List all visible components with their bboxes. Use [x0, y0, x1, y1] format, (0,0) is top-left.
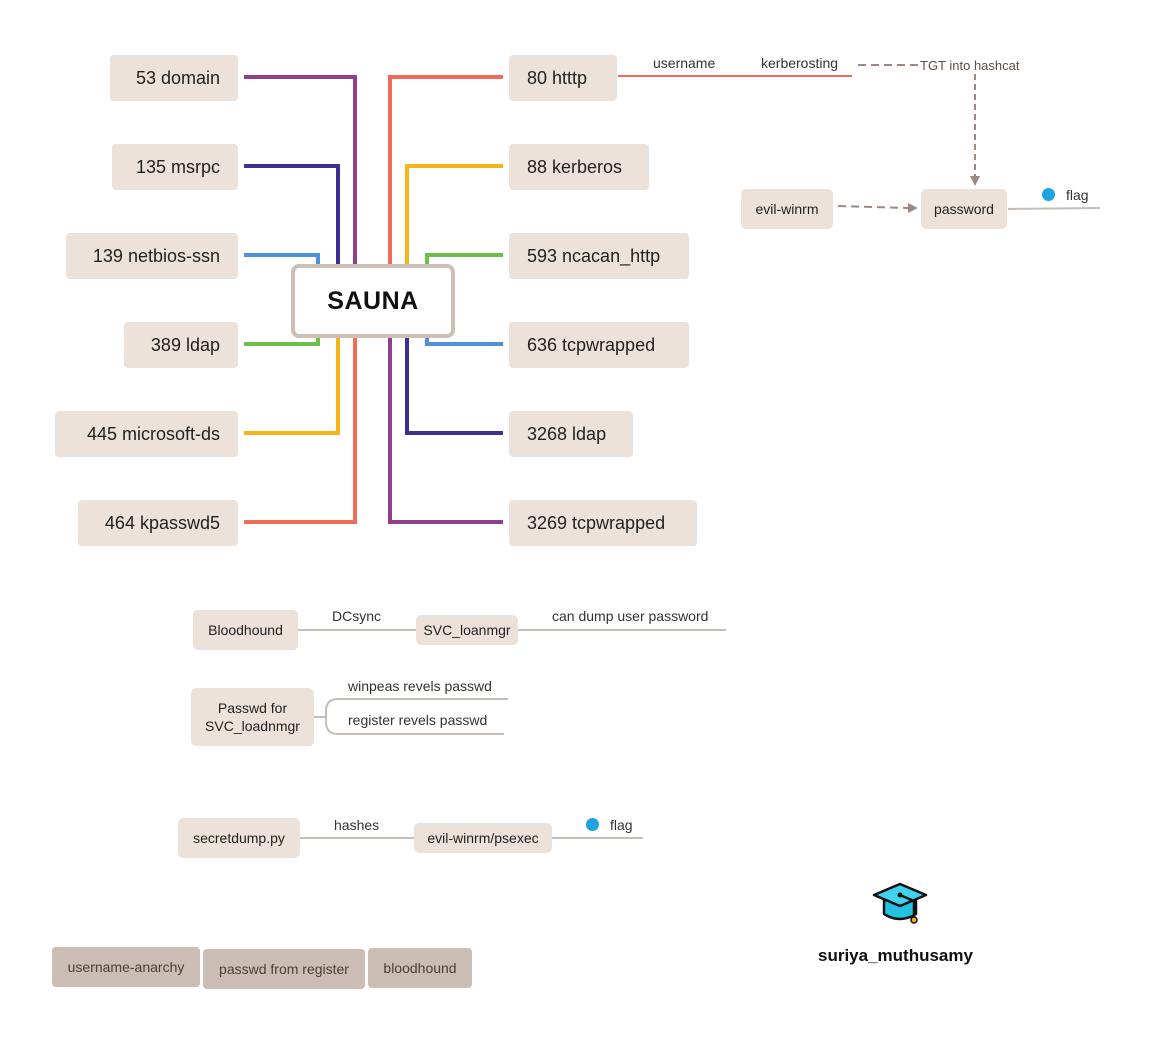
connector-88-kerberos: [405, 164, 503, 264]
port-464-kpasswd5[interactable]: 464 kpasswd5: [78, 500, 238, 546]
connector-53-domain: [244, 75, 357, 264]
edge-label-dcsync: DCsync: [332, 608, 382, 624]
port-88-kerberos[interactable]: 88 kerberos: [509, 144, 649, 190]
flag-dot-icon: [1042, 188, 1055, 201]
port-135-msrpc[interactable]: 135 msrpc: [112, 144, 238, 190]
passwd-node-line-1: Passwd for: [217, 700, 288, 716]
label-flag: flag: [1066, 187, 1089, 203]
port-636-tcpwrapped[interactable]: 636 tcpwrapped: [509, 322, 689, 368]
port-139-netbios-ssn[interactable]: 139 netbios-ssn: [66, 233, 238, 279]
port-3268-ldap[interactable]: 3268 ldap: [509, 411, 633, 457]
tag-bloodhound[interactable]: bloodhound: [368, 948, 472, 988]
edge-label-username: username: [653, 55, 716, 71]
node-secretdump[interactable]: secretdump.py: [178, 818, 300, 858]
dashed-edge-evil-winrm: [837, 205, 909, 209]
node-evil-winrm-psexec[interactable]: evil-winrm/psexec: [414, 823, 552, 853]
node-evil-winrm[interactable]: evil-winrm: [741, 189, 833, 229]
edge-label-can-dump: can dump user password: [552, 608, 709, 624]
edge-flag: [1007, 207, 1101, 210]
connector-139-netbios: [244, 253, 320, 266]
connector-593-ncacan: [425, 253, 503, 266]
branch-label-register: register revels passwd: [348, 712, 488, 728]
label-flag-2: flag: [610, 817, 633, 833]
node-password[interactable]: password: [921, 189, 1007, 229]
connector-636-tcpwrapped: [425, 336, 503, 346]
node-bloodhound[interactable]: Bloodhound: [193, 610, 298, 650]
connector-464-kpasswd5: [244, 338, 357, 524]
graduation-cap-icon: [872, 882, 928, 924]
arrowhead-right: [908, 203, 918, 213]
connector-445-microsoft-ds: [244, 338, 340, 435]
central-node-sauna[interactable]: SAUNA: [291, 264, 455, 338]
edge-label-hashes: hashes: [334, 817, 380, 833]
edge-label-kerberosting: kerberosting: [761, 55, 839, 71]
node-svc-loanmgr[interactable]: SVC_loanmgr: [416, 615, 518, 645]
port-593-ncacan-http[interactable]: 593 ncacan_http: [509, 233, 689, 279]
connector-3268-ldap: [405, 338, 503, 435]
port-389-ldap[interactable]: 389 ldap: [124, 322, 238, 368]
branch-label-winpeas: winpeas revels passwd: [348, 678, 492, 694]
node-passwd-for-svc[interactable]: Passwd for SVC_loadnmgr: [191, 688, 314, 746]
port-445-microsoft-ds[interactable]: 445 microsoft-ds: [55, 411, 238, 457]
arrowhead-down: [970, 176, 980, 186]
port-53-domain[interactable]: 53 domain: [110, 55, 238, 101]
connector-135-msrpc: [244, 164, 340, 264]
passwd-node-line-2: SVC_loadnmgr: [205, 718, 300, 734]
connector-389-ldap: [244, 336, 320, 346]
flag-dot-icon-2: [586, 818, 599, 831]
tag-passwd-from-register[interactable]: passwd from register: [203, 949, 365, 989]
tag-username-anarchy[interactable]: username-anarchy: [52, 947, 200, 987]
connector-3269-tcpwrapped: [388, 338, 503, 524]
connector-80-http: [388, 75, 503, 264]
port-80-http[interactable]: 80 htttp: [509, 55, 617, 101]
label-tgt-into-hashcat: TGT into hashcat: [920, 58, 1020, 73]
author-name: suriya_muthusamy: [818, 946, 973, 965]
port-3269-tcpwrapped[interactable]: 3269 tcpwrapped: [509, 500, 697, 546]
edge-passwd-bracket: [325, 698, 508, 735]
